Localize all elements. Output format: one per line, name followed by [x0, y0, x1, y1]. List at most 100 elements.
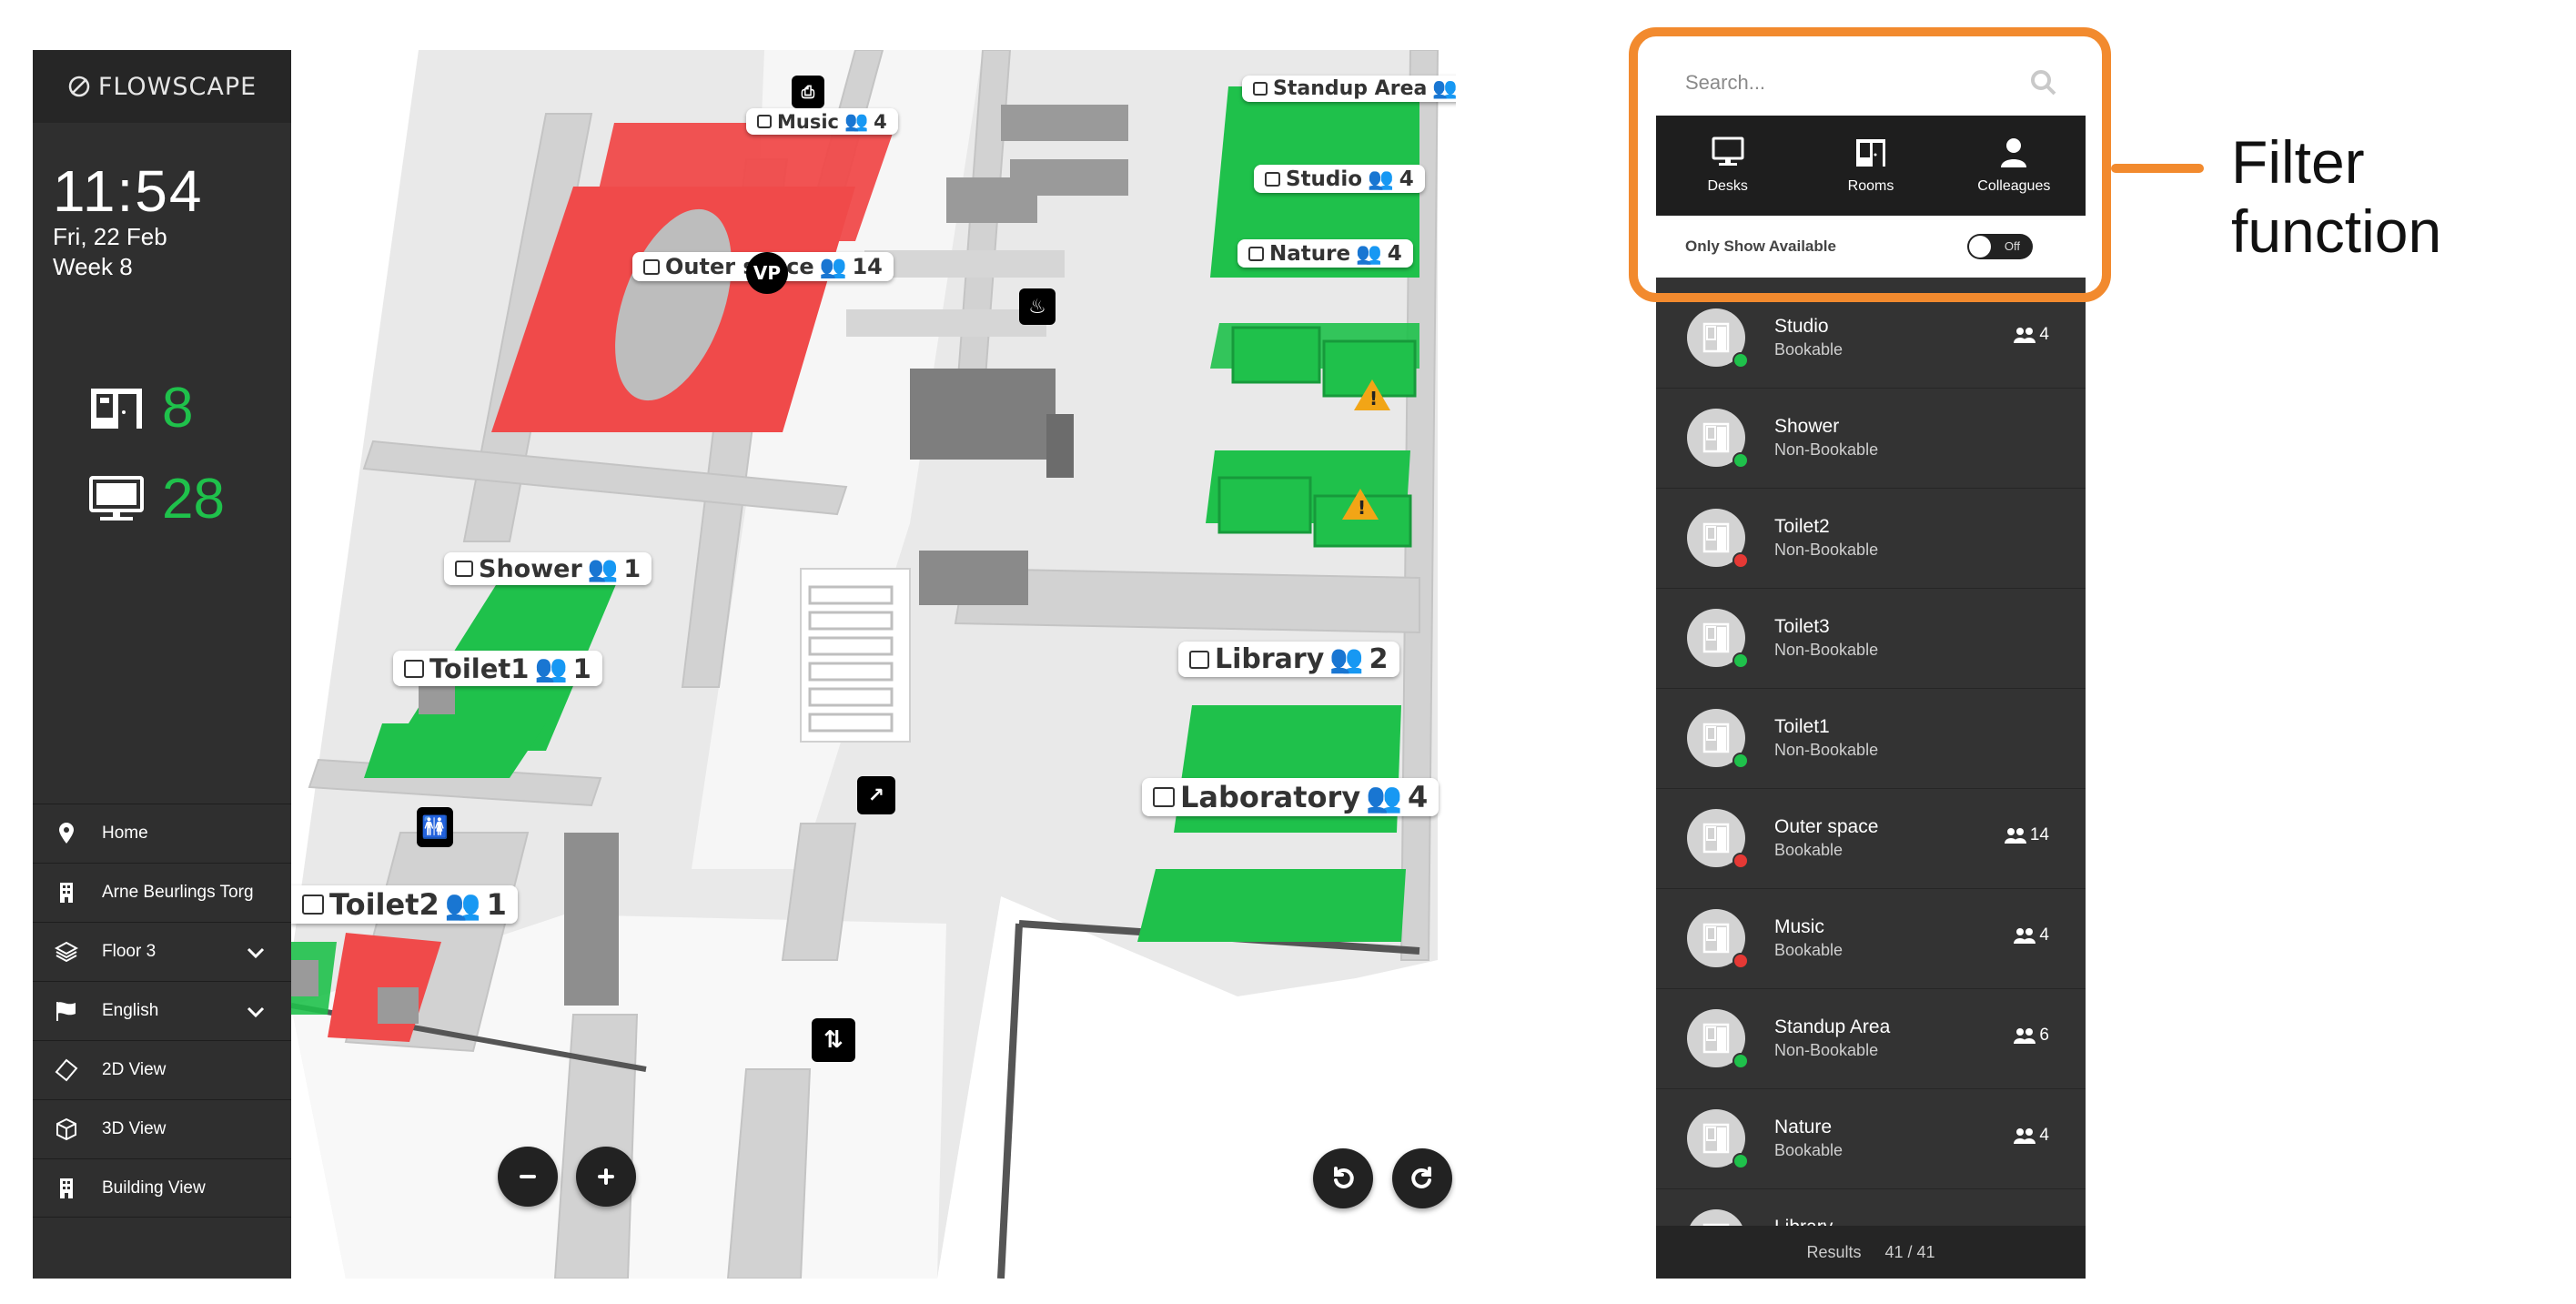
status-dot [1732, 1053, 1749, 1069]
visitor-pin-icon[interactable]: VP [746, 252, 788, 294]
door-icon [1702, 522, 1730, 553]
people-icon: 👥 [1356, 242, 1382, 266]
map-label-library[interactable]: Library 👥 2 [1178, 642, 1399, 677]
sidebar-item-home[interactable]: Home [33, 804, 291, 863]
map-label-nature[interactable]: Nature 👥 4 [1237, 239, 1413, 268]
room-type: Non-Bookable [1774, 641, 1879, 659]
only-available-toggle[interactable]: Off [1967, 234, 2033, 259]
door-icon [91, 388, 142, 429]
search-icon[interactable] [2029, 68, 2058, 97]
calendar-icon [1248, 246, 1264, 261]
status-dot [1732, 552, 1749, 569]
room-capacity-value: 4 [2039, 325, 2049, 344]
map-label-studio[interactable]: Studio 👥 4 [1254, 165, 1425, 193]
people-icon [2004, 828, 2026, 844]
map-label-shower[interactable]: Shower 👥 1 [444, 552, 652, 585]
status-dot [1732, 452, 1749, 469]
filter-desks-button[interactable]: Desks [1656, 116, 1799, 216]
calendar-off-icon [302, 895, 324, 915]
filter-colleagues-button[interactable]: Colleagues [1943, 116, 2086, 216]
search-input[interactable] [1685, 71, 1995, 95]
warning-icon[interactable]: ! [1342, 489, 1379, 520]
room-type: Non-Bookable [1774, 440, 1879, 459]
sidebar: FLOWSCAPE 11:54 Fri, 22 Feb Week 8 8 28 … [33, 50, 291, 1279]
sidebar-item-3d-view[interactable]: 3D View [33, 1099, 291, 1158]
map-label-toilet2[interactable]: Toilet2 👥 1 [291, 885, 518, 924]
sidebar-item-language[interactable]: English [33, 981, 291, 1040]
door-icon [1702, 923, 1730, 954]
map-label-capacity: 4 [1399, 167, 1414, 191]
chevron-down-icon[interactable] [246, 943, 266, 963]
calendar-icon [643, 258, 660, 275]
floor-plan-drawing [291, 50, 1440, 1279]
map-label-toilet1[interactable]: Toilet1 👥 1 [393, 651, 602, 686]
zoom-out-button[interactable] [498, 1147, 558, 1207]
calendar-off-icon [1253, 82, 1268, 96]
status-dot [1732, 1153, 1749, 1169]
filter-highlight-box [1629, 27, 2111, 302]
only-available-row: Only Show Available Off [1656, 216, 2086, 278]
printer-icon[interactable]: ⎙ [792, 76, 824, 108]
people-icon [2014, 1028, 2036, 1044]
people-icon: 👥 [587, 555, 619, 583]
room-type: Bookable [1774, 1141, 1844, 1159]
people-icon: 👥 [1366, 780, 1403, 814]
room-name: Toilet2 [1774, 516, 1830, 537]
door-icon [1702, 1123, 1730, 1154]
floor-map[interactable]: Music 👥 4 Outer space 👥 14 VP Standup Ar… [291, 50, 1456, 1279]
warning-icon[interactable]: ! [1354, 379, 1390, 410]
filter-rooms-button[interactable]: Rooms [1799, 116, 1942, 216]
filter-label: Desks [1707, 178, 1748, 194]
building-icon [60, 883, 73, 903]
sidebar-nav: Home Arne Beurlings Torg Floor 3 English… [33, 804, 291, 1218]
people-icon: 👥 [1368, 167, 1394, 191]
zoom-in-button[interactable] [576, 1147, 636, 1207]
rotate-right-button[interactable] [1392, 1148, 1452, 1208]
clock-week: Week 8 [53, 253, 133, 280]
map-label-capacity: 1 [572, 652, 591, 684]
rotate-cw-icon [1411, 1167, 1431, 1188]
elevator-icon[interactable]: ⇅ [812, 1018, 855, 1062]
sidebar-item-floor[interactable]: Floor 3 [33, 922, 291, 981]
desks-available-stat: 28 [87, 467, 225, 531]
chevron-down-icon[interactable] [246, 1002, 266, 1022]
map-label-capacity: 4 [1408, 780, 1429, 814]
map-label-capacity: 4 [874, 110, 887, 133]
room-avatar [1687, 509, 1745, 567]
rooms-available-stat: 8 [87, 376, 193, 440]
sidebar-item-2d-view[interactable]: 2D View [33, 1040, 291, 1099]
stairs-icon[interactable]: ↗ [857, 776, 895, 814]
list-item[interactable]: Library2 [1656, 1189, 2086, 1226]
restroom-icon[interactable]: 🚻 [417, 807, 453, 847]
map-label-standup-area[interactable]: Standup Area 👥 6 [1242, 76, 1456, 102]
door-icon [1702, 622, 1730, 653]
filter-label: Rooms [1847, 178, 1894, 194]
door-icon [1702, 322, 1730, 353]
building-icon [60, 1178, 73, 1198]
rotate-left-button[interactable] [1313, 1148, 1373, 1208]
room-type: Non-Bookable [1774, 741, 1879, 759]
people-icon: 👥 [819, 254, 847, 279]
restaurant-icon[interactable]: ♨ [1019, 288, 1056, 325]
map-label-laboratory[interactable]: Laboratory 👥 4 [1142, 778, 1440, 816]
monitor-icon [89, 475, 144, 521]
calendar-off-icon [404, 659, 424, 678]
sidebar-item-building[interactable]: Arne Beurlings Torg [33, 863, 291, 922]
room-capacity: 4 [2014, 325, 2049, 345]
filter-tabs: Desks Rooms Colleagues [1656, 116, 2086, 216]
people-icon [2014, 1128, 2036, 1144]
cube-icon [56, 1117, 76, 1141]
room-name: Toilet1 [1774, 716, 1830, 737]
people-icon [2014, 328, 2036, 343]
sidebar-item-building-view[interactable]: Building View [33, 1158, 291, 1218]
map-label-music[interactable]: Music 👥 4 [746, 108, 898, 135]
